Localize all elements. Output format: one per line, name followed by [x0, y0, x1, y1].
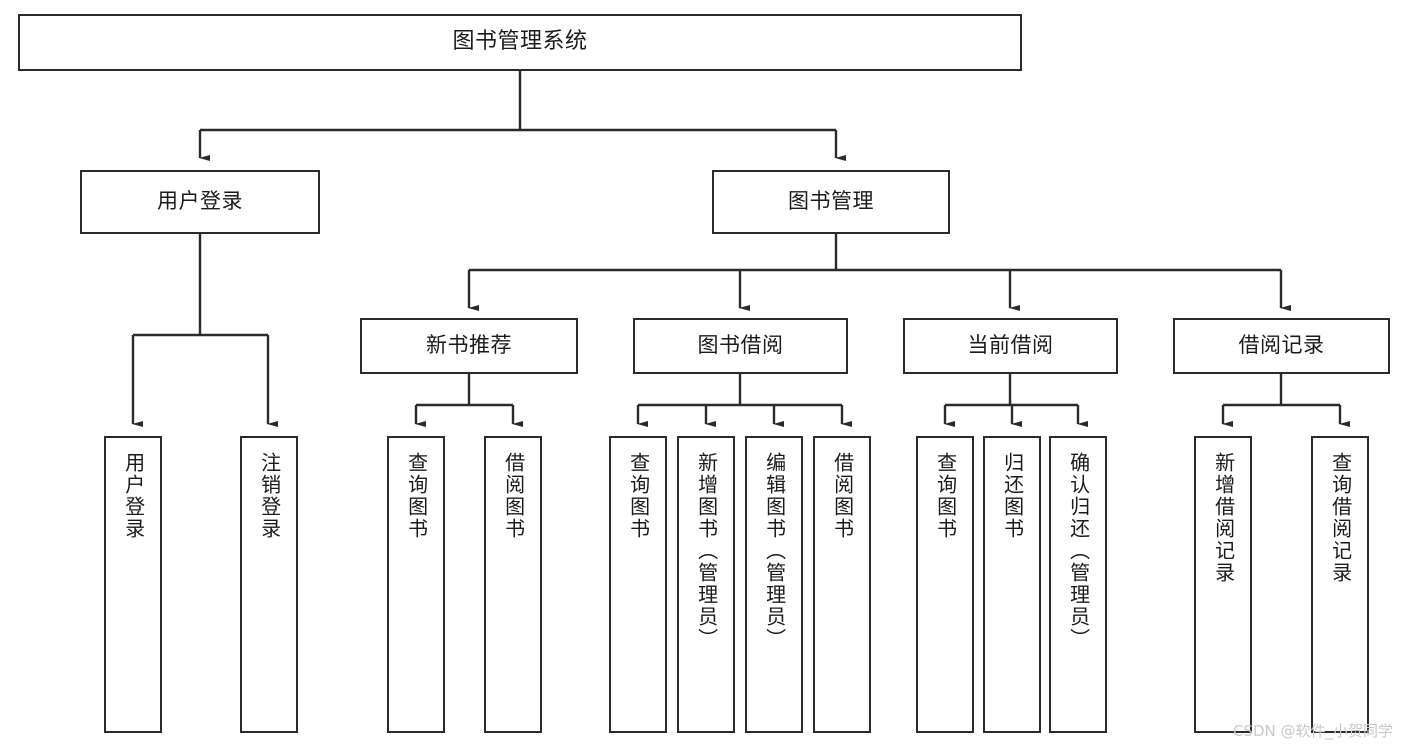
node-current-borrow[interactable]: 当前借阅: [903, 318, 1118, 374]
node-label: 查询图书: [933, 452, 958, 540]
node-label: 查询借阅记录: [1328, 452, 1353, 584]
leaf-borrow-borrow-book[interactable]: 借阅图书: [813, 436, 871, 733]
leaf-current-return-book[interactable]: 归还图书: [983, 436, 1041, 733]
node-label: 借阅图书: [830, 452, 855, 540]
leaf-user-login-logout[interactable]: 注销登录: [240, 436, 298, 733]
node-label: 图书管理: [788, 189, 874, 214]
node-user-login[interactable]: 用户登录: [80, 170, 320, 234]
node-label: 用户登录: [157, 189, 243, 214]
leaf-recommend-borrow-book[interactable]: 借阅图书: [484, 436, 542, 733]
node-label: 查询图书: [404, 452, 429, 540]
node-label: 当前借阅: [967, 333, 1054, 358]
node-label: 注销登录: [257, 452, 282, 540]
leaf-recommend-query-book[interactable]: 查询图书: [387, 436, 445, 733]
node-label: 图书管理系统: [452, 29, 588, 55]
node-new-book-recommend[interactable]: 新书推荐: [360, 318, 578, 374]
node-label: 用户登录: [121, 452, 146, 540]
node-book-borrow[interactable]: 图书借阅: [633, 318, 848, 374]
leaf-user-login-login[interactable]: 用户登录: [104, 436, 162, 733]
leaf-record-query-record[interactable]: 查询借阅记录: [1311, 436, 1369, 733]
leaf-record-add-record[interactable]: 新增借阅记录: [1194, 436, 1252, 733]
node-borrow-record[interactable]: 借阅记录: [1173, 318, 1390, 374]
leaf-borrow-edit-book-admin[interactable]: 编辑图书（管理员）: [745, 436, 803, 733]
leaf-borrow-query-book[interactable]: 查询图书: [609, 436, 667, 733]
node-book-management[interactable]: 图书管理: [712, 170, 950, 234]
node-label: 查询图书: [626, 452, 651, 540]
node-label: 借阅图书: [501, 452, 526, 540]
node-label: 借阅记录: [1238, 333, 1325, 358]
leaf-current-query-book[interactable]: 查询图书: [916, 436, 974, 733]
node-label: 编辑图书（管理员）: [762, 452, 787, 650]
node-label: 新增图书（管理员）: [694, 452, 719, 650]
node-label: 新增借阅记录: [1211, 452, 1236, 584]
node-label: 确认归还（管理员）: [1066, 452, 1091, 650]
leaf-current-confirm-return-admin[interactable]: 确认归还（管理员）: [1049, 436, 1107, 733]
node-label: 图书借阅: [697, 333, 784, 358]
node-label: 新书推荐: [426, 333, 512, 358]
leaf-borrow-add-book-admin[interactable]: 新增图书（管理员）: [677, 436, 735, 733]
node-root-system[interactable]: 图书管理系统: [18, 14, 1022, 71]
watermark-text: CSDN @软件_小贺同学: [1232, 722, 1393, 740]
node-label: 归还图书: [1000, 452, 1025, 540]
